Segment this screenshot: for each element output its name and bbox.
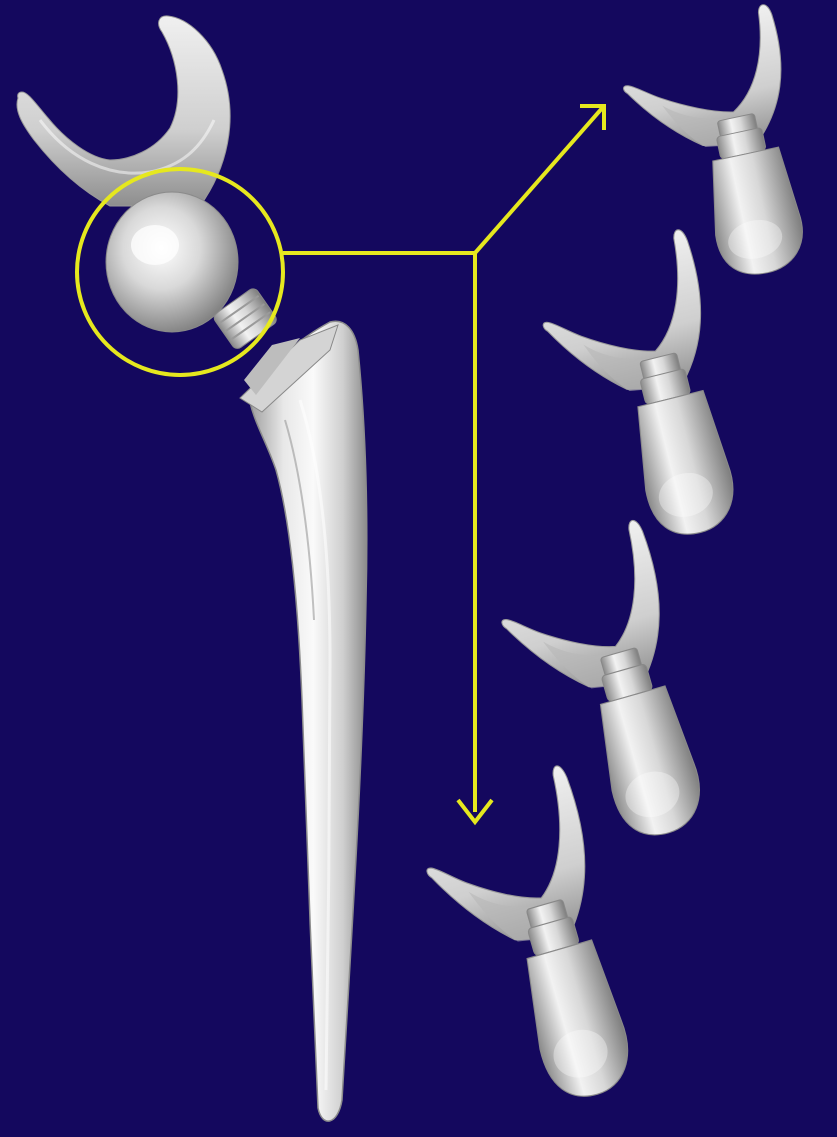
femoral-head: [106, 192, 238, 332]
